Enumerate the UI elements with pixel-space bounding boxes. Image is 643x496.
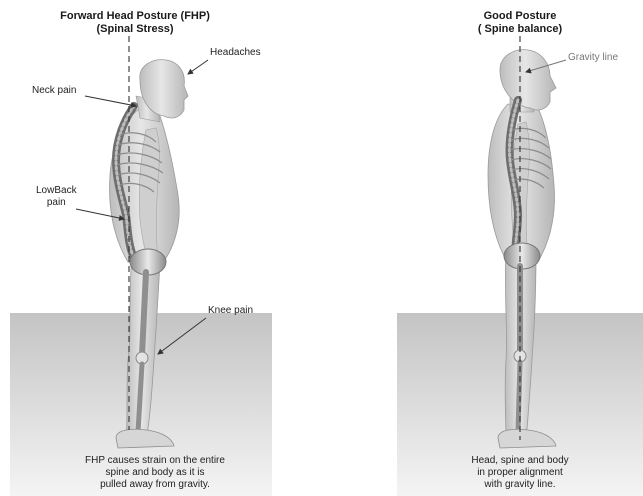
- low-back-pain-line2: pain: [36, 197, 77, 209]
- neck-pain-arrow: [85, 96, 136, 106]
- low-back-pain-label: LowBack pain: [36, 185, 77, 209]
- fhp-caption-line3: pulled away from gravity.: [50, 479, 260, 491]
- good-posture-title-line1: Good Posture: [460, 10, 580, 23]
- knee-pain-label: Knee pain: [208, 305, 253, 317]
- headaches-arrow: [188, 60, 208, 74]
- good-posture-caption: Head, spine and body in proper alignment…: [440, 455, 600, 491]
- neck-pain-label: Neck pain: [32, 85, 76, 97]
- good-posture-title: Good Posture ( Spine balance): [460, 10, 580, 36]
- headaches-label: Headaches: [210, 47, 261, 59]
- fhp-caption: FHP causes strain on the entire spine an…: [50, 455, 260, 491]
- fhp-title: Forward Head Posture (FHP) (Spinal Stres…: [50, 10, 220, 36]
- good-posture-title-line2: ( Spine balance): [460, 23, 580, 36]
- good-head: [500, 50, 556, 110]
- good-posture-caption-line2: in proper alignment: [440, 467, 600, 479]
- fhp-title-line1: Forward Head Posture (FHP): [50, 10, 220, 23]
- gravity-line-label: Gravity line: [568, 52, 618, 64]
- low-back-pain-line1: LowBack: [36, 185, 77, 197]
- good-posture-caption-line1: Head, spine and body: [440, 455, 600, 467]
- fhp-caption-line1: FHP causes strain on the entire: [50, 455, 260, 467]
- fhp-title-line2: (Spinal Stress): [50, 23, 220, 36]
- good-posture-caption-line3: with gravity line.: [440, 479, 600, 491]
- fhp-caption-line2: spine and body as it is: [50, 467, 260, 479]
